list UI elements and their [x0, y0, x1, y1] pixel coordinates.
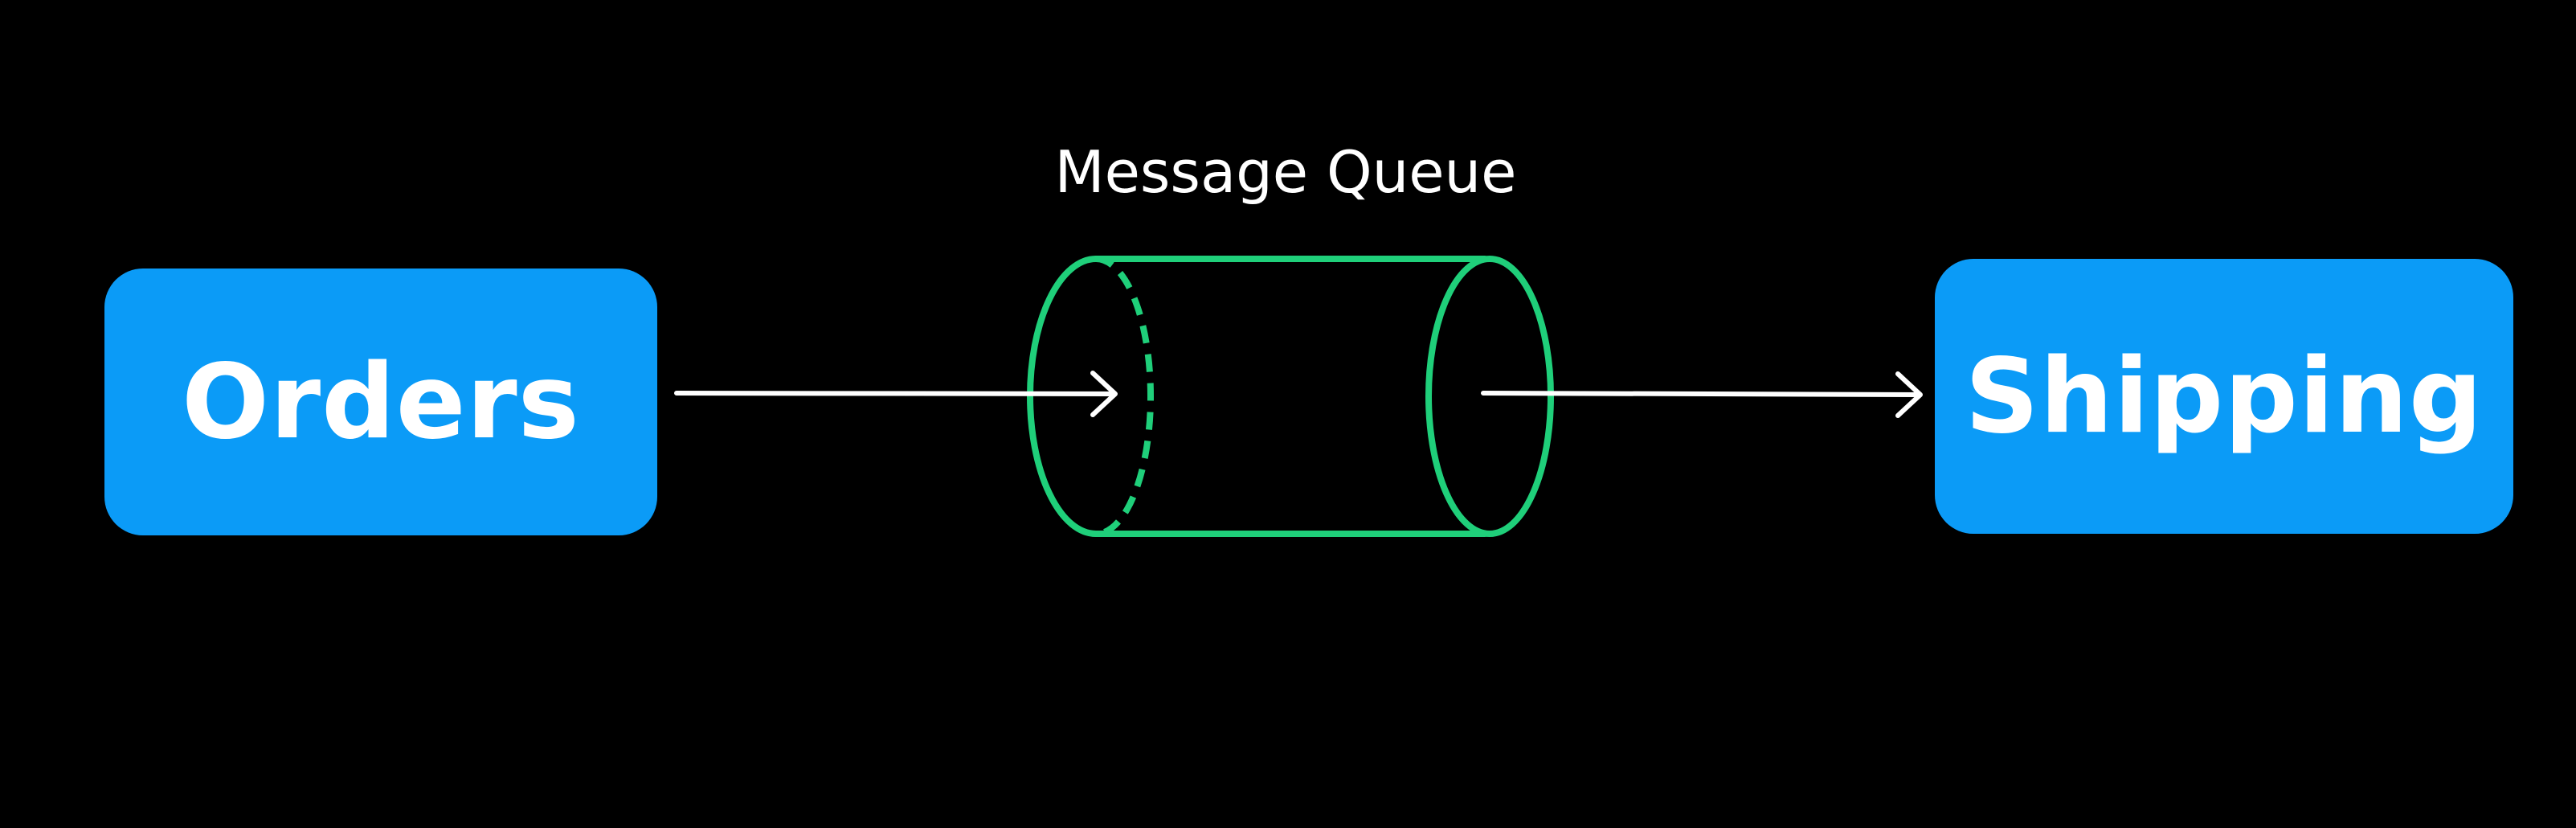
orders-label: Orders — [182, 342, 580, 462]
arrow-line — [1481, 391, 1921, 397]
orders-node: Orders — [104, 268, 657, 535]
arrow-line — [674, 391, 1116, 396]
queue-right-cap — [1425, 256, 1554, 537]
arrowhead-icon — [1895, 371, 1923, 418]
message-queue-label: Message Queue — [1054, 138, 1517, 206]
shipping-label: Shipping — [1965, 336, 2484, 457]
arrow-orders-to-queue — [674, 371, 1118, 417]
queue-body-outline — [1093, 256, 1488, 537]
arrow-queue-to-shipping — [1481, 371, 1923, 418]
queue-left-cap-back-dashed — [1095, 256, 1154, 537]
shipping-node: Shipping — [1935, 259, 2513, 534]
message-queue-cylinder — [1027, 256, 1554, 537]
queue-left-cap-front — [1027, 256, 1097, 537]
arrowhead-icon — [1090, 371, 1118, 417]
